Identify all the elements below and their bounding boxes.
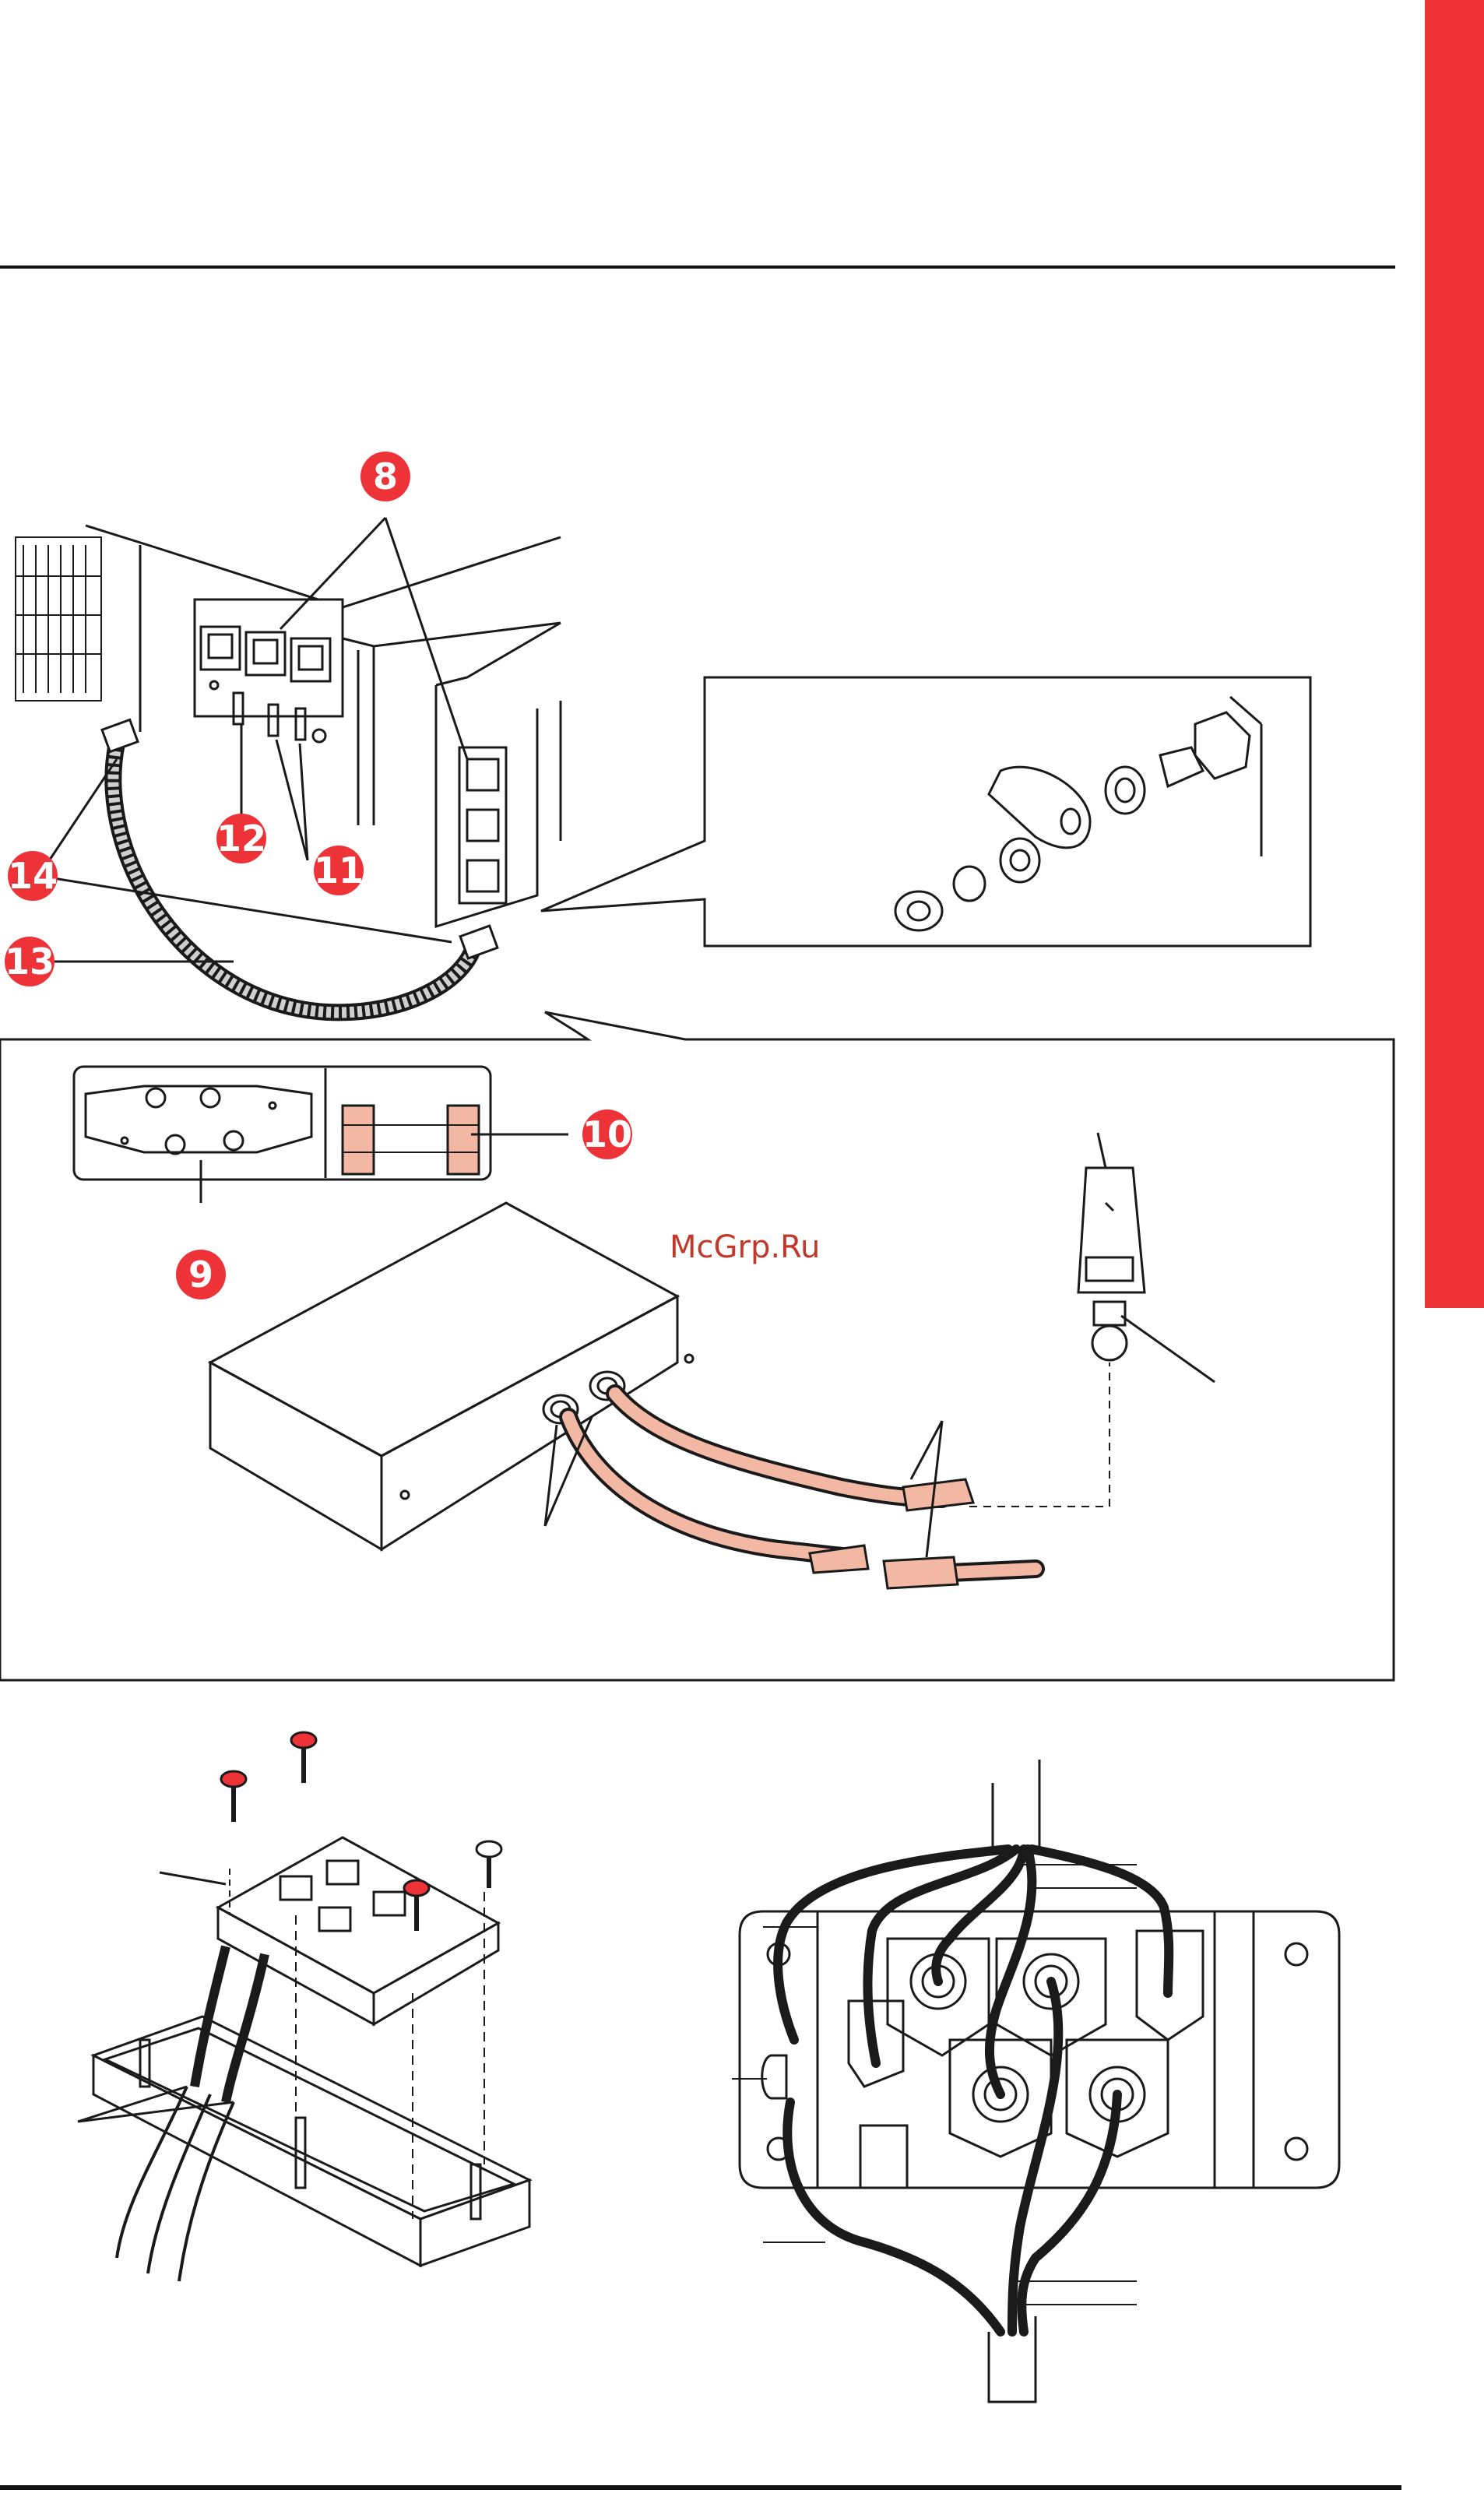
svg-text:11: 11 xyxy=(314,849,364,891)
hose-13 xyxy=(102,719,498,1012)
callout-9: 9 xyxy=(176,1250,226,1299)
callout-11: 11 xyxy=(314,846,364,895)
wiring-leaders xyxy=(732,1865,1137,2305)
side-tab xyxy=(1425,0,1484,1308)
callout-8: 8 xyxy=(360,452,410,501)
bolt-detail-inset xyxy=(541,677,1310,946)
callout-13: 13 xyxy=(5,937,55,986)
callout-10: 10 xyxy=(582,1109,632,1159)
wiring-diagram xyxy=(740,1760,1339,2402)
callout-12: 12 xyxy=(216,814,266,863)
svg-text:12: 12 xyxy=(216,818,266,860)
svg-text:8: 8 xyxy=(373,455,398,498)
svg-text:13: 13 xyxy=(5,941,55,983)
callout-14: 14 xyxy=(8,851,58,901)
watermark: McGrp.Ru xyxy=(670,1229,820,1265)
breakout-box-panel xyxy=(0,1012,1394,1680)
svg-text:9: 9 xyxy=(188,1254,213,1296)
callout-leaders-top xyxy=(39,518,467,962)
terminal-block-assembly xyxy=(78,1837,529,2281)
vent-grille xyxy=(16,537,101,701)
svg-text:14: 14 xyxy=(8,855,58,897)
unit-rear-view xyxy=(16,526,561,927)
svg-text:10: 10 xyxy=(582,1113,632,1155)
